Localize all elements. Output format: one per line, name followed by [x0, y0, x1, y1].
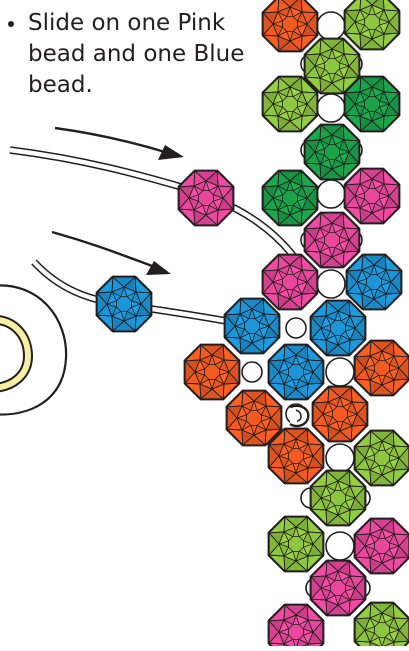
- pink-bead: [353, 517, 409, 575]
- pink-bead: [267, 603, 325, 646]
- lime-bead: [309, 469, 367, 527]
- thread-ring: [325, 443, 355, 473]
- orange-bead: [353, 339, 409, 397]
- pink-bead: [309, 559, 367, 617]
- thread-ring: [241, 361, 263, 383]
- jump-ring: [289, 404, 310, 428]
- orange-bead: [225, 389, 283, 447]
- bead-chain: [95, 0, 409, 646]
- lime-bead: [303, 37, 361, 95]
- lime-bead: [267, 515, 325, 573]
- bullet-icon: [8, 21, 14, 27]
- thread-ring: [316, 269, 346, 299]
- lime-bead: [353, 429, 409, 487]
- thread-ring: [285, 317, 307, 339]
- thread-ring: [325, 357, 355, 387]
- arrow-upper: [54, 126, 184, 160]
- green-bead: [343, 75, 401, 133]
- orange-bead: [261, 0, 319, 53]
- thread-ring: [316, 179, 346, 209]
- orange-bead: [183, 343, 241, 401]
- lime-bead: [353, 601, 409, 646]
- green-bead: [261, 169, 319, 227]
- blue-bead: [267, 343, 325, 401]
- orange-bead: [311, 385, 369, 443]
- pink-bead: [303, 211, 361, 269]
- pink-bead: [261, 253, 319, 311]
- blue-bead: [95, 275, 153, 333]
- clasp-loop: [0, 284, 68, 416]
- thread-ring: [316, 11, 346, 41]
- instruction-label: Slide on one Pink bead and one Blue bead…: [28, 10, 245, 98]
- thread-upper: [9, 146, 302, 265]
- thread-ring: [316, 93, 346, 123]
- pink-bead: [177, 169, 235, 227]
- blue-bead: [309, 299, 367, 357]
- pink-bead: [343, 167, 401, 225]
- blue-bead: [345, 253, 403, 311]
- orange-bead: [267, 427, 325, 485]
- thread-ring: [325, 531, 355, 561]
- lime-bead: [343, 0, 401, 51]
- lime-bead: [261, 75, 319, 133]
- instruction-text: Slide on one Pink bead and one Blue bead…: [8, 8, 278, 101]
- arrow-lower: [51, 230, 171, 275]
- blue-bead: [223, 297, 281, 355]
- green-bead: [303, 123, 361, 181]
